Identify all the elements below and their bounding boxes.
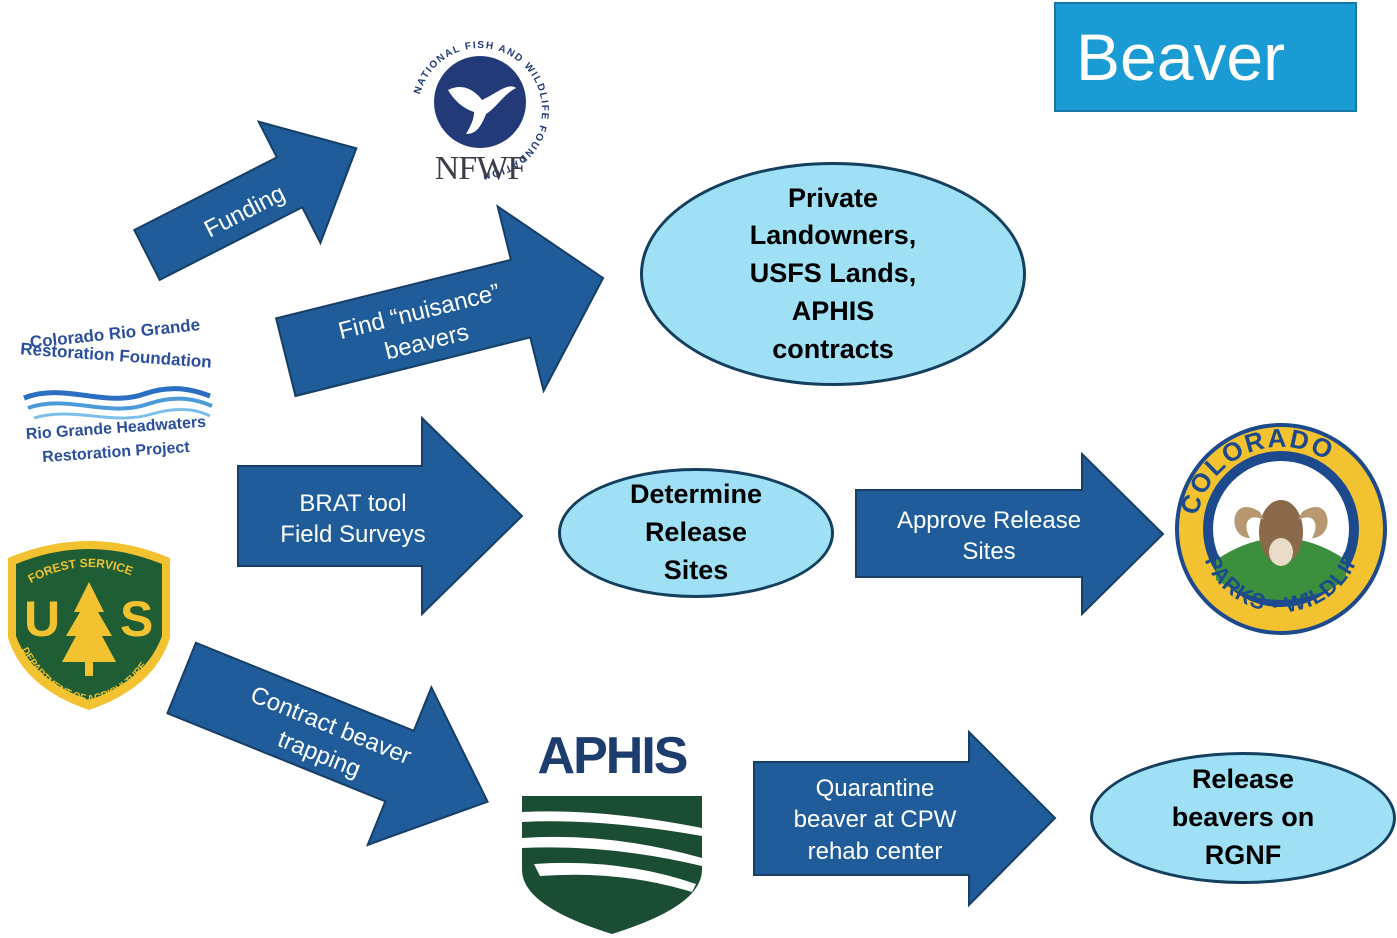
nfwf-abbr: NFWF [434, 150, 526, 187]
usfs-u: U [24, 591, 61, 647]
river-waves-icon [23, 386, 213, 420]
aphis-shield-icon [522, 796, 702, 934]
aphis-wordmark: APHIS [537, 727, 689, 785]
cpw-logo: COLORADO PARKS • WILDLIFE [1172, 420, 1390, 638]
page-title: Beaver [1076, 20, 1286, 94]
title-box: Beaver [1054, 2, 1357, 112]
approve-label: Approve Release Sites [896, 506, 1082, 565]
brat-arrow [237, 415, 524, 617]
private-landowners-node: Private Landowners, USFS Lands, APHIS co… [640, 162, 1026, 386]
release-beavers-node: Release beavers on RGNF [1090, 752, 1396, 884]
aphis-logo: APHIS [520, 722, 704, 934]
crgrf-logo: Colorado Rio Grande Restoration Foundati… [4, 315, 226, 478]
approve-arrow [855, 451, 1165, 617]
contract-arrow [166, 641, 490, 847]
determine-release-sites-node: Determine Release Sites [558, 468, 834, 598]
quarantine-arrow [753, 729, 1057, 908]
nfwf-logo: NATIONAL FISH AND WILDLIFE FOUNDATION NF… [404, 22, 556, 190]
find-nuisance-arrow [274, 204, 605, 398]
brat-label: BRAT tool Field Surveys [280, 489, 426, 548]
usfs-s: S [120, 591, 154, 647]
usfs-shield-logo: FOREST SERVICE DEPARTMENT OF AGRICULTURE… [4, 528, 174, 710]
quarantine-label: Quarantine beaver at CPW rehab center [793, 775, 957, 865]
funding-arrow [132, 120, 358, 282]
